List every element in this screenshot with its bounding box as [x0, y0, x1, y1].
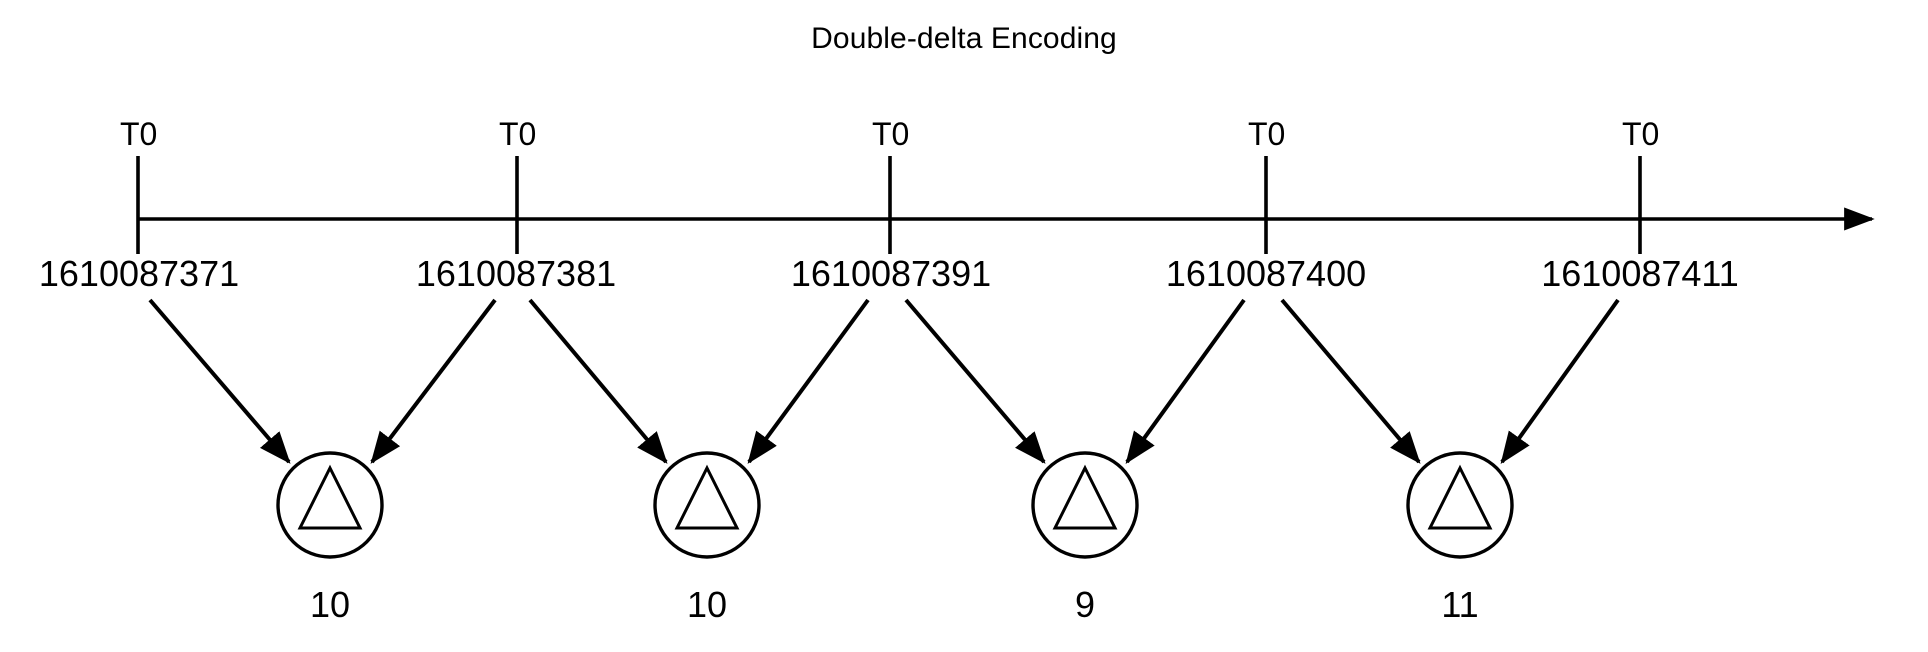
connector-ts2-to-delta2	[528, 298, 668, 464]
timestamp-label-3: 1610087391	[790, 253, 992, 294]
connector-ts5-to-delta4	[1500, 298, 1620, 464]
delta-value-label-4: 11	[1441, 584, 1479, 625]
delta-triangle-icon-3	[1052, 464, 1118, 530]
connector-ts1-to-delta1	[148, 298, 291, 464]
delta-node-circle-4	[1406, 451, 1514, 559]
tick-label-4: T0	[1248, 116, 1286, 152]
tick-label-5: T0	[1622, 116, 1660, 152]
delta-value-label-2: 10	[686, 584, 728, 625]
timestamp-label-1: 1610087371	[38, 253, 240, 294]
connector-ts4-to-delta3	[1125, 298, 1246, 464]
delta-triangle-icon-4	[1427, 464, 1493, 530]
connector-ts4-to-delta4	[1280, 298, 1421, 464]
tick-label-2: T0	[499, 116, 537, 152]
connector-ts2-to-delta1	[370, 298, 497, 464]
tick-label-1: T0	[120, 116, 158, 152]
delta-triangle-icon-2	[674, 464, 740, 530]
delta-node-circle-1	[276, 451, 384, 559]
tick-label-3: T0	[872, 116, 910, 152]
timestamp-label-4: 1610087400	[1165, 253, 1367, 294]
delta-triangle-icon-1	[297, 464, 363, 530]
page-title: Double-delta Encoding	[811, 22, 1117, 55]
timestamp-label-5: 1610087411	[1541, 253, 1739, 294]
connector-ts3-to-delta3	[904, 298, 1046, 464]
timestamp-label-2: 1610087381	[415, 253, 617, 294]
delta-node-circle-3	[1031, 451, 1139, 559]
delta-value-label-3: 9	[1074, 584, 1096, 625]
delta-node-circle-2	[653, 451, 761, 559]
delta-value-label-1: 10	[309, 584, 351, 625]
connector-ts3-to-delta2	[747, 298, 870, 464]
